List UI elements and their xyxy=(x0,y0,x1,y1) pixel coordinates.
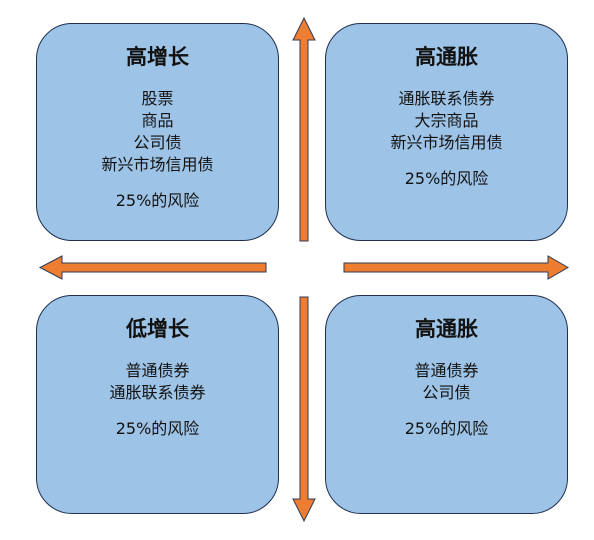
asset-item: 股票 xyxy=(141,89,174,108)
asset-list: 通胀联系债券 大宗商品 新兴市场信用债 xyxy=(326,88,567,154)
asset-item: 公司债 xyxy=(133,133,182,152)
risk-label: 25%的风险 xyxy=(115,191,200,210)
asset-item: 新兴市场信用债 xyxy=(390,133,503,152)
quadrant-low-growth: 低增长 普通债券 通胀联系债券 25%的风险 xyxy=(36,295,279,514)
asset-item: 通胀联系债券 xyxy=(109,383,206,402)
asset-item: 商品 xyxy=(141,111,174,130)
quadrant-high-inflation-bottom: 高通胀 普通债券 公司债 25%的风险 xyxy=(325,295,568,514)
arrow-left-icon xyxy=(38,255,267,280)
asset-item: 新兴市场信用债 xyxy=(101,155,214,174)
risk-label: 25%的风险 xyxy=(404,419,489,438)
asset-list: 普通债券 公司债 xyxy=(326,360,567,404)
risk-label: 25%的风险 xyxy=(404,169,489,188)
asset-item: 普通债券 xyxy=(125,361,190,380)
asset-item: 大宗商品 xyxy=(414,111,479,130)
quadrant-title: 高通胀 xyxy=(415,45,478,69)
arrow-right-icon xyxy=(343,255,570,280)
asset-item: 普通债券 xyxy=(414,361,479,380)
quadrant-title: 低增长 xyxy=(126,317,189,341)
quadrant-title: 高通胀 xyxy=(415,317,478,341)
quadrant-high-inflation-top: 高通胀 通胀联系债券 大宗商品 新兴市场信用债 25%的风险 xyxy=(325,23,568,241)
risk-label: 25%的风险 xyxy=(115,419,200,438)
asset-list: 普通债券 通胀联系债券 xyxy=(37,360,278,404)
asset-item: 通胀联系债券 xyxy=(398,89,495,108)
arrow-up-icon xyxy=(292,16,316,242)
asset-item: 公司债 xyxy=(422,383,471,402)
asset-list: 股票 商品 公司债 新兴市场信用债 xyxy=(37,88,278,176)
quadrant-title: 高增长 xyxy=(126,45,189,69)
arrow-down-icon xyxy=(292,296,316,523)
quadrant-high-growth: 高增长 股票 商品 公司债 新兴市场信用债 25%的风险 xyxy=(36,23,279,241)
